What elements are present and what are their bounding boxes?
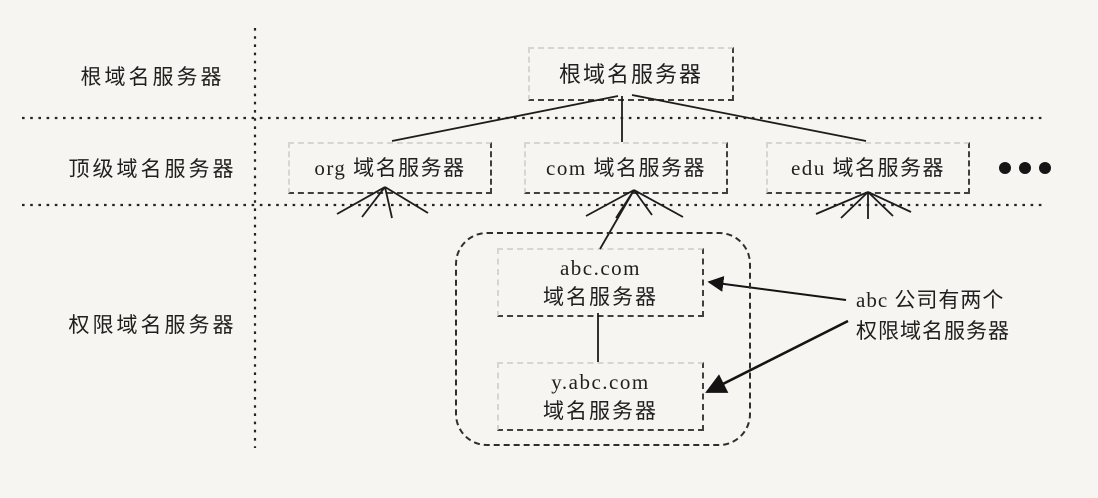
node-edu-server-label: edu 域名服务器 xyxy=(790,155,946,180)
edge-root-to-org xyxy=(391,95,619,142)
node-abc-server-domain: abc.com xyxy=(559,255,642,280)
abc-annotation: abc 公司有两个 权限域名服务器 xyxy=(856,285,1010,347)
node-root-server: 根域名服务器 xyxy=(528,47,734,101)
ellipsis-dot xyxy=(999,162,1011,174)
abc-company-group-outline xyxy=(455,232,751,446)
node-root-server-label: 根域名服务器 xyxy=(558,61,703,87)
row-label-tld-layer: 顶级域名服务器 xyxy=(68,157,237,181)
arrow-to-abc-server xyxy=(707,275,847,301)
node-edu-server: edu 域名服务器 xyxy=(766,142,970,194)
arrow-to-yabc-server xyxy=(705,319,849,394)
row-label-auth-layer: 权限域名服务器 xyxy=(68,313,237,337)
node-com-server: com 域名服务器 xyxy=(524,142,728,194)
node-yabc-server-domain: y.abc.com xyxy=(551,369,650,394)
com-subdomain-fan xyxy=(585,189,684,219)
ellipsis-dot xyxy=(1039,162,1051,174)
row-label-root-layer: 根域名服务器 xyxy=(80,65,225,89)
node-com-server-label: com 域名服务器 xyxy=(546,155,706,180)
edu-subdomain-fan xyxy=(815,191,912,219)
tree-edges xyxy=(391,94,867,362)
edge-root-to-edu xyxy=(631,94,867,142)
layer-divider-dotted-lines xyxy=(22,28,1045,448)
node-yabc-server: y.abc.com 域名服务器 xyxy=(497,362,704,431)
node-org-server: org 域名服务器 xyxy=(288,142,492,194)
node-yabc-server-type: 域名服务器 xyxy=(543,398,658,423)
abc-annotation-line2: 权限域名服务器 xyxy=(856,319,1010,343)
node-abc-server: abc.com 域名服务器 xyxy=(497,248,704,317)
annotation-arrows xyxy=(705,275,849,394)
abc-annotation-line1: abc 公司有两个 xyxy=(856,288,1005,312)
node-abc-server-type: 域名服务器 xyxy=(543,284,658,309)
node-org-server-label: org 域名服务器 xyxy=(314,155,466,180)
ellipsis-dot xyxy=(1019,162,1031,174)
more-servers-ellipsis-icon xyxy=(999,162,1051,174)
